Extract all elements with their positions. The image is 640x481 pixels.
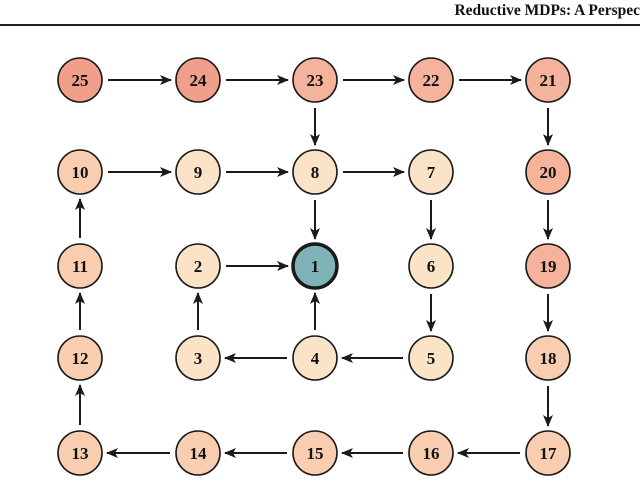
node-label: 6 <box>427 257 436 276</box>
node-circle <box>292 430 338 476</box>
node-label: 10 <box>72 163 89 182</box>
node-circle <box>408 243 454 289</box>
node-circle <box>292 335 338 381</box>
state-node: 7 <box>408 149 454 195</box>
state-node: 19 <box>525 243 571 289</box>
node-circle <box>291 242 339 290</box>
node-circle <box>57 149 103 195</box>
node-circle <box>408 57 454 103</box>
node-label: 20 <box>540 163 557 182</box>
node-label: 2 <box>194 257 203 276</box>
node-circle <box>408 430 454 476</box>
state-node: 12 <box>57 335 103 381</box>
state-node: 3 <box>175 335 221 381</box>
node-circle <box>525 430 571 476</box>
node-circle <box>57 335 103 381</box>
state-node: 17 <box>525 430 571 476</box>
state-node: 18 <box>525 335 571 381</box>
node-label: 22 <box>423 71 440 90</box>
node-circle <box>175 57 221 103</box>
state-node: 16 <box>408 430 454 476</box>
state-node: 9 <box>175 149 221 195</box>
state-node: 25 <box>57 57 103 103</box>
node-label: 11 <box>72 257 88 276</box>
node-circle <box>292 149 338 195</box>
node-circle <box>57 430 103 476</box>
node-circle <box>525 335 571 381</box>
state-node: 5 <box>408 335 454 381</box>
state-node: 8 <box>292 149 338 195</box>
state-node: 4 <box>292 335 338 381</box>
node-label: 15 <box>307 444 324 463</box>
node-circle <box>175 149 221 195</box>
state-node: 6 <box>408 243 454 289</box>
node-circle <box>292 57 338 103</box>
node-label: 14 <box>190 444 208 463</box>
node-label: 16 <box>423 444 440 463</box>
node-label: 4 <box>311 349 320 368</box>
state-node: 21 <box>525 57 571 103</box>
state-node: 14 <box>175 430 221 476</box>
node-circle <box>525 243 571 289</box>
node-circle <box>175 243 221 289</box>
node-label: 3 <box>194 349 203 368</box>
node-label: 25 <box>72 71 89 90</box>
node-label: 5 <box>427 349 436 368</box>
node-circle <box>525 57 571 103</box>
node-label: 21 <box>540 71 557 90</box>
node-label: 17 <box>540 444 558 463</box>
node-label: 23 <box>307 71 324 90</box>
node-label: 12 <box>72 349 89 368</box>
node-circle <box>175 430 221 476</box>
goal-state-node: 1 <box>291 242 339 290</box>
node-label: 24 <box>190 71 208 90</box>
running-header-title: Reductive MDPs: A Perspec <box>454 2 640 19</box>
node-label: 18 <box>540 349 557 368</box>
state-node: 22 <box>408 57 454 103</box>
edges <box>75 75 553 458</box>
node-label: 8 <box>311 163 320 182</box>
node-circle <box>57 243 103 289</box>
state-node: 2 <box>175 243 221 289</box>
node-circle <box>525 149 571 195</box>
state-node: 11 <box>57 243 103 289</box>
header-rule <box>0 24 640 26</box>
state-node: 24 <box>175 57 221 103</box>
node-label: 13 <box>72 444 89 463</box>
state-node: 23 <box>292 57 338 103</box>
node-circle <box>408 335 454 381</box>
node-circle <box>57 57 103 103</box>
state-node: 13 <box>57 430 103 476</box>
node-label: 19 <box>540 257 557 276</box>
node-label: 1 <box>311 257 320 276</box>
node-circle <box>408 149 454 195</box>
node-label: 9 <box>194 163 203 182</box>
node-circle <box>175 335 221 381</box>
node-label: 7 <box>427 163 436 182</box>
state-node: 10 <box>57 149 103 195</box>
state-node: 15 <box>292 430 338 476</box>
state-node: 20 <box>525 149 571 195</box>
